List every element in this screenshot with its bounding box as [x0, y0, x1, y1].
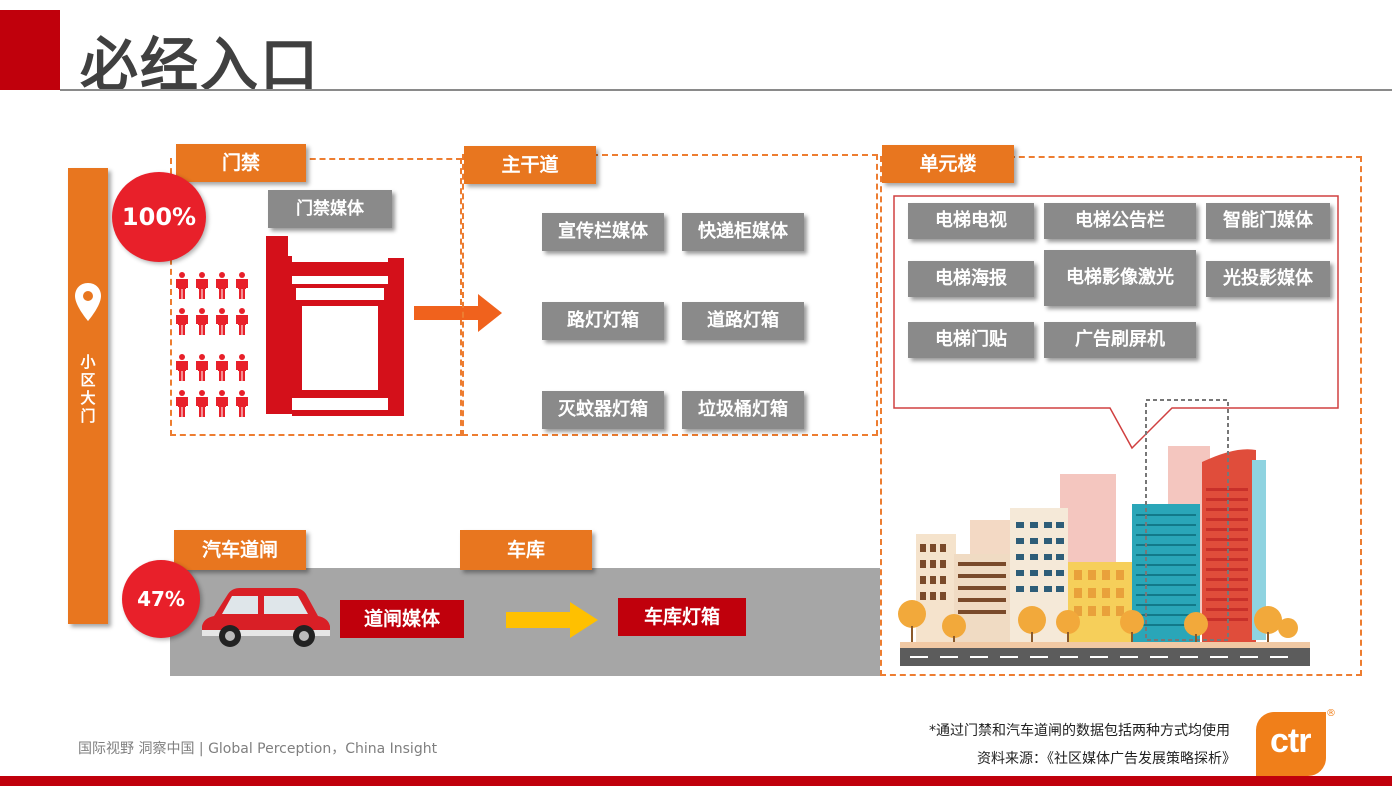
access-control-box — [170, 158, 462, 436]
car-gate-percent-badge: 47% — [122, 560, 200, 638]
main-road-item: 垃圾桶灯箱 — [682, 391, 804, 429]
ctr-logo: ctr — [1256, 712, 1326, 776]
main-road-item: 路灯灯箱 — [542, 302, 664, 340]
registered-mark-icon: ® — [1326, 708, 1336, 719]
gate-icon — [266, 236, 404, 416]
people-group-icon — [176, 272, 248, 417]
main-road-item: 快递柜媒体 — [682, 213, 804, 251]
car-gate-tag: 汽车道闸 — [174, 530, 306, 570]
community-gate-label: 小区大门 — [80, 353, 96, 425]
main-road-tag: 主干道 — [464, 146, 596, 184]
bottom-band — [0, 776, 1392, 786]
unit-building-box — [880, 156, 1362, 676]
title-divider — [60, 89, 1392, 91]
access-percent-badge: 100% — [112, 172, 206, 262]
community-gate-bar: 小区大门 — [68, 168, 108, 624]
arrow-right-icon — [506, 602, 598, 638]
unit-building-item: 智能门媒体 — [1206, 203, 1330, 239]
access-control-tag: 门禁 — [176, 144, 306, 182]
main-road-item: 宣传栏媒体 — [542, 213, 664, 251]
garage-tag: 车库 — [460, 530, 592, 570]
main-road-box — [462, 154, 878, 436]
unit-building-item: 电梯海报 — [908, 261, 1034, 297]
unit-building-item: 广告刷屏机 — [1044, 322, 1196, 358]
unit-building-item: 电梯门贴 — [908, 322, 1034, 358]
unit-building-item: 电梯公告栏 — [1044, 203, 1196, 239]
unit-building-item: 光投影媒体 — [1206, 261, 1330, 297]
ctr-logo-text: ctr — [1270, 722, 1311, 760]
unit-building-tag: 单元楼 — [882, 145, 1014, 183]
garage-media-label: 车库灯箱 — [618, 598, 746, 636]
source-citation: 资料来源：《社区媒体广告发展策略探析》 — [977, 751, 1236, 767]
main-road-item: 灭蚊器灯箱 — [542, 391, 664, 429]
gate-media-label: 道闸媒体 — [340, 600, 464, 638]
red-car-icon — [202, 588, 330, 647]
footer-slogan: 国际视野 洞察中国 | Global Perception，China Insi… — [78, 741, 438, 757]
access-box-top-border — [300, 158, 462, 160]
city-skyline-illustration — [898, 399, 1310, 666]
access-media-label: 门禁媒体 — [268, 190, 392, 228]
unit-building-item: 电梯影像激光 — [1044, 250, 1196, 306]
unit-building-item: 电梯电视 — [908, 203, 1034, 239]
title-accent-block — [0, 10, 60, 90]
map-pin-icon — [74, 282, 102, 326]
footer-note: *通过门禁和汽车道闸的数据包括两种方式均使用 — [929, 723, 1230, 739]
page-title: 必经入口 — [80, 31, 321, 99]
main-road-item: 道路灯箱 — [682, 302, 804, 340]
